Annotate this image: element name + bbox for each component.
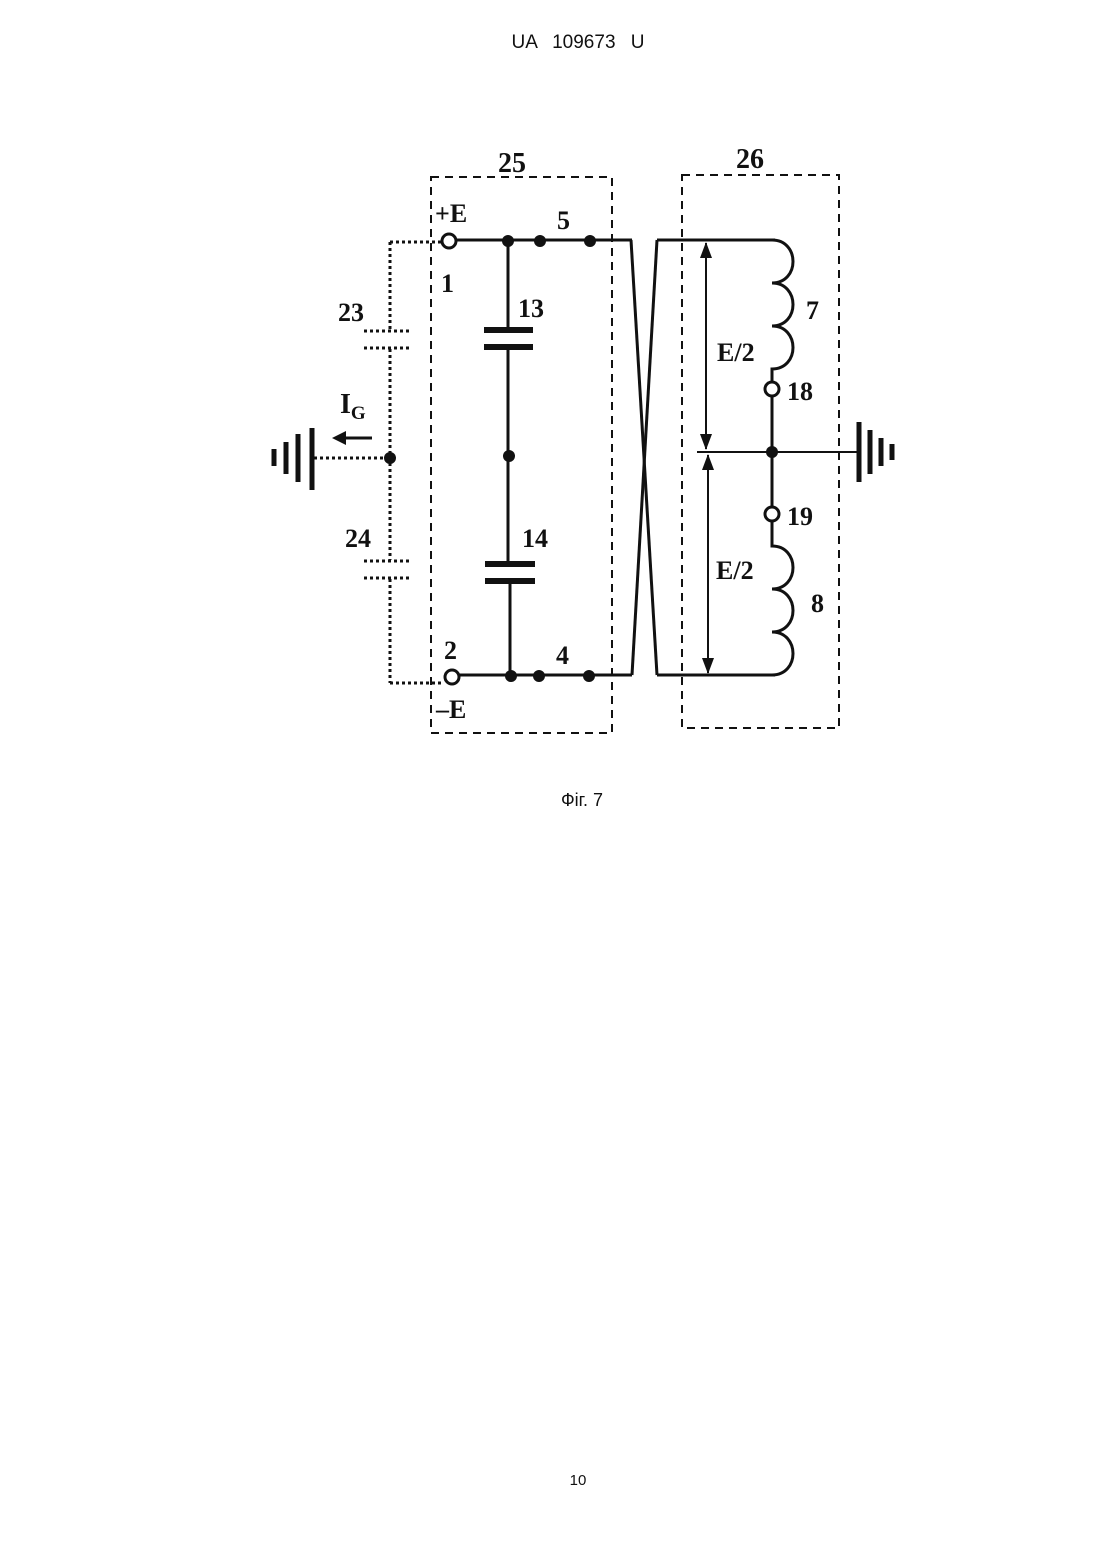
arrowhead [702,658,714,674]
label-stray-23: 23 [338,298,364,327]
inductor-7 [772,240,793,381]
label-terminal-19: 19 [787,502,813,531]
label-capacitor-14: 14 [522,524,548,553]
label-terminal-1: 1 [441,269,454,298]
current-arrowhead [332,431,346,445]
inductor-8 [772,521,793,675]
label-plus-e: +E [435,199,467,228]
terminal-2 [445,670,459,684]
ground-left-icon [274,428,312,490]
label-terminal-18: 18 [787,377,813,406]
switch-5-contact [584,235,596,247]
block-25-outline [431,177,612,733]
terminal-18 [765,382,779,396]
terminal-1 [442,234,456,248]
page-number: 10 [0,1472,1101,1489]
label-current-sub: G [351,403,366,424]
label-current: IG [340,389,366,424]
label-inductor-7: 7 [806,296,819,325]
label-minus-e: –E [435,695,466,724]
junction-dot [505,670,517,682]
switch-4-contact [533,670,545,682]
stray-capacitance-path [314,242,444,683]
ground-right-icon [859,422,892,482]
switch-5-contact [534,235,546,247]
label-stray-24: 24 [345,524,371,553]
label-current-main: I [340,389,351,420]
label-voltage-bottom: E/2 [716,556,754,585]
label-capacitor-13: 13 [518,294,544,323]
label-block-25: 25 [498,148,526,179]
arrowhead [700,434,712,450]
label-block-26: 26 [736,144,764,175]
midpoint-dot [503,450,515,462]
label-inductor-8: 8 [811,589,824,618]
label-voltage-top: E/2 [717,338,755,367]
label-terminal-2: 2 [444,636,457,665]
terminal-19 [765,507,779,521]
arrowhead [702,454,714,470]
figure-caption: Фіг. 7 [0,790,1101,811]
label-switch-4: 4 [556,641,569,670]
switch-4-contact [583,670,595,682]
stray-junction-dot [384,452,396,464]
label-switch-5: 5 [557,206,570,235]
junction-dot [502,235,514,247]
arrowhead [700,242,712,258]
